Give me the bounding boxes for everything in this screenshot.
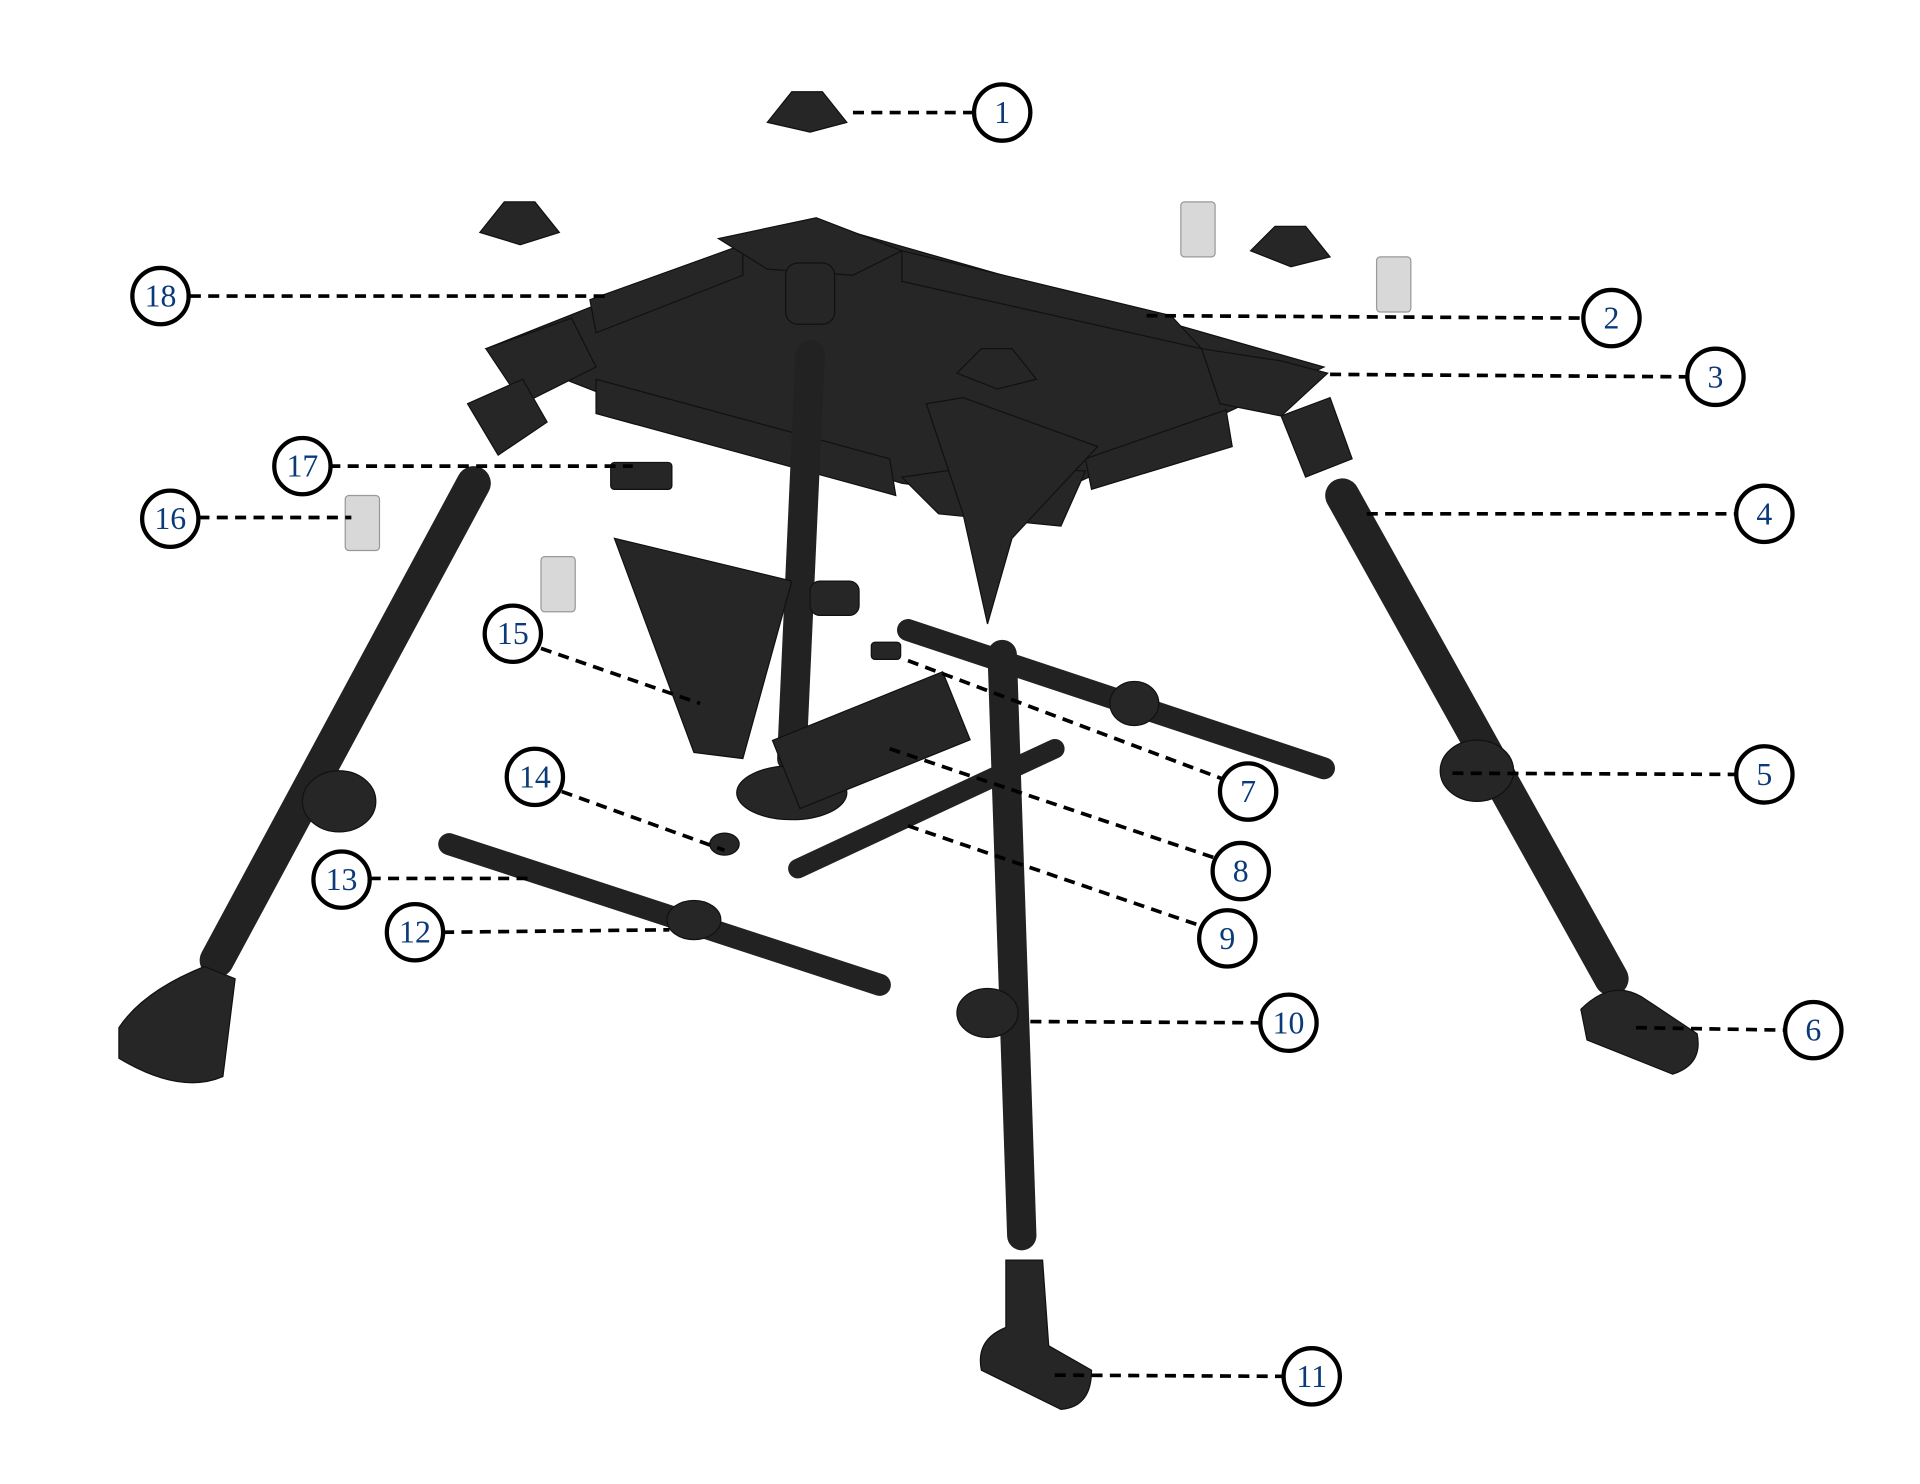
svg-text:6: 6: [1805, 1013, 1821, 1048]
rubber-caps: [478, 91, 1332, 390]
svg-text:11: 11: [1296, 1359, 1327, 1394]
leader-lines: [189, 110, 1786, 1379]
legs: [118, 466, 1699, 1410]
callout-12: 12: [384, 901, 446, 963]
svg-text:5: 5: [1756, 757, 1772, 792]
svg-text:13: 13: [326, 862, 358, 897]
callout-10: 10: [1258, 992, 1319, 1054]
callout-11: 11: [1281, 1346, 1343, 1407]
cross-bars: [438, 619, 1335, 996]
clips: [344, 201, 1412, 613]
svg-text:9: 9: [1219, 921, 1235, 956]
top-frame: [466, 217, 1353, 527]
svg-text:17: 17: [287, 449, 319, 484]
callout-1: 1: [971, 82, 1033, 143]
callout-16: 16: [140, 488, 201, 550]
callout-4: 4: [1734, 483, 1795, 545]
callout-3: 3: [1685, 346, 1746, 408]
svg-text:14: 14: [519, 759, 551, 794]
svg-text:3: 3: [1708, 359, 1724, 394]
svg-text:4: 4: [1756, 496, 1772, 531]
callout-5: 5: [1734, 744, 1795, 805]
svg-text:1: 1: [994, 95, 1010, 130]
callout-18: 18: [130, 265, 191, 327]
callout-15: 15: [482, 603, 544, 665]
callout-13: 13: [311, 849, 372, 910]
svg-text:8: 8: [1233, 854, 1249, 889]
svg-text:2: 2: [1604, 301, 1620, 336]
svg-text:15: 15: [497, 616, 529, 651]
svg-text:18: 18: [145, 279, 177, 314]
callout-7: 7: [1217, 761, 1279, 822]
brackets: [613, 396, 1099, 810]
callout-6: 6: [1783, 999, 1844, 1061]
svg-text:7: 7: [1240, 774, 1256, 809]
svg-text:16: 16: [154, 501, 186, 536]
svg-text:10: 10: [1273, 1005, 1305, 1040]
callout-9: 9: [1197, 908, 1258, 969]
svg-text:12: 12: [399, 915, 431, 950]
callout-17: 17: [272, 435, 333, 497]
callout-8: 8: [1210, 840, 1272, 902]
callout-14: 14: [504, 746, 566, 808]
callout-2: 2: [1581, 287, 1642, 349]
